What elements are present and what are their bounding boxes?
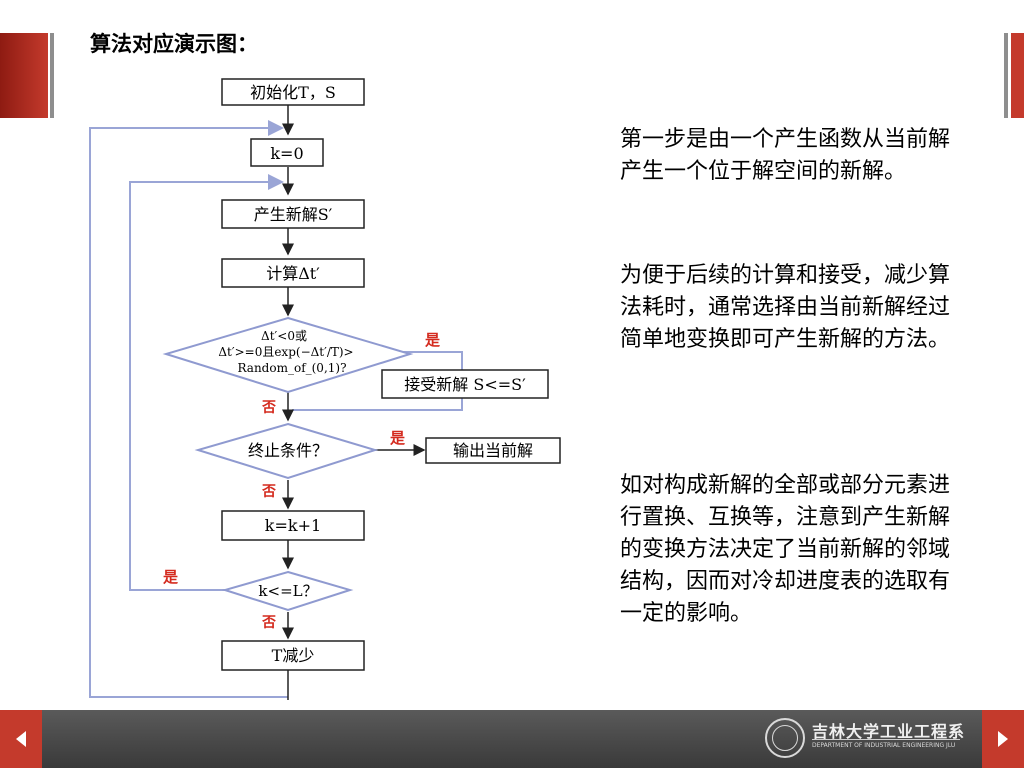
left-accent-line	[50, 33, 54, 118]
prev-slide-button[interactable]	[0, 710, 42, 768]
box-kinc-label: k=k+1	[265, 516, 321, 535]
box-output-label: 输出当前解	[453, 441, 533, 460]
box-k0	[250, 138, 324, 167]
diamond-stop-label: 终止条件？	[248, 441, 328, 460]
right-accent-bar	[1011, 33, 1024, 118]
box-calc	[221, 258, 365, 288]
box-newsol-label: 产生新解S′	[254, 205, 333, 224]
diamond-acceptance-line2: Δt′>=0且exp(−Δt′/T)>	[218, 345, 353, 359]
slide-title: 算法对应演示图：	[90, 32, 258, 56]
university-seal-inner	[772, 725, 798, 751]
chevron-right-icon	[998, 731, 1008, 747]
box-calc-label: 计算Δt′	[266, 264, 320, 283]
inner-loop-line	[129, 174, 284, 591]
box-tdec-label: T减少	[272, 646, 315, 665]
left-accent-bar	[0, 33, 48, 118]
box-output	[425, 437, 561, 464]
box-tdec	[221, 640, 365, 671]
right-accent-line	[1004, 33, 1008, 118]
box-k0-label: k=0	[270, 144, 303, 163]
box-init	[221, 78, 365, 106]
label-yes-stop: 是	[389, 429, 406, 447]
paragraph-step-one: 第一步是由一个产生函数从当前解产生一个位于解空间的新解。	[620, 127, 951, 184]
outer-loop-line	[89, 120, 288, 698]
box-kinc	[221, 510, 365, 541]
diamond-kle	[221, 570, 354, 612]
next-slide-button[interactable]	[982, 710, 1024, 768]
label-yes-accept: 是	[424, 331, 441, 349]
label-no-stop: 否	[261, 484, 276, 500]
department-logo-text: 吉林大学工业工程系	[812, 722, 966, 741]
chevron-left-icon	[16, 731, 26, 747]
box-newsol	[221, 199, 365, 229]
diamond-acceptance-line3: Random_of_(0,1)?	[237, 361, 346, 375]
paragraph-neighborhood: 如对构成新解的全部或部分元素进行置换、互换等，注意到产生新解的变换方法决定了当前…	[620, 473, 951, 626]
label-no-accept: 否	[261, 400, 276, 416]
university-seal-icon	[765, 718, 805, 758]
paragraph-efficiency: 为便于后续的计算和接受，减少算法耗时，通常选择由当前新解经过简单地变换即可产生新…	[620, 263, 951, 352]
department-logo-subtitle: DEPARTMENT OF INDUSTRIAL ENGINEERING JLU	[812, 742, 956, 749]
box-accept	[381, 369, 549, 399]
diamond-acceptance	[162, 316, 414, 394]
diamond-acceptance-line1: Δt′<0或	[261, 329, 307, 343]
box-accept-label: 接受新解 S<=S′	[404, 375, 526, 394]
diamond-kle-label: k<=L？	[258, 582, 317, 600]
diamond-stop	[194, 422, 379, 480]
logo-divider	[812, 739, 960, 740]
label-yes-kle: 是	[162, 568, 179, 586]
label-no-kle: 否	[261, 615, 276, 631]
box-init-label: 初始化T，S	[250, 83, 336, 102]
